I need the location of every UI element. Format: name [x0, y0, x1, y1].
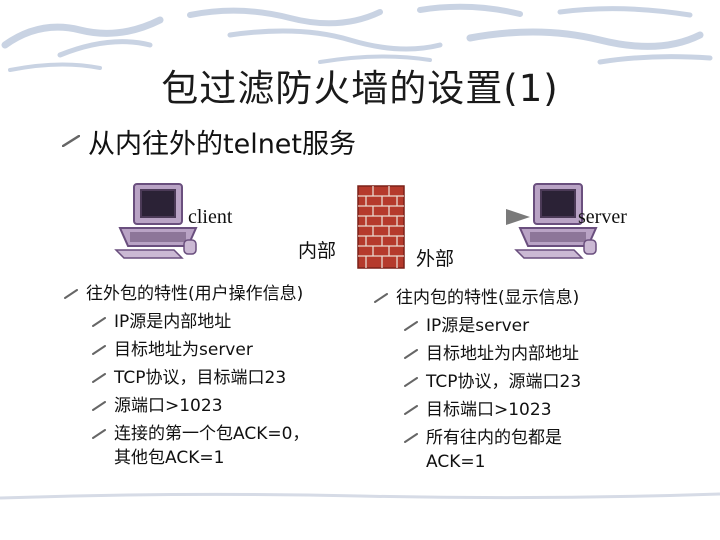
- list-item: 所有往内的包都是: [374, 424, 581, 452]
- server-computer-icon: [514, 183, 598, 259]
- list-item-continuation: 其他包ACK=1: [114, 448, 225, 468]
- firewall-icon: [357, 185, 405, 269]
- client-label: client: [188, 206, 233, 228]
- list-item: IP源是server: [374, 312, 581, 340]
- bullet-icon: [92, 345, 106, 355]
- bullet-icon: [64, 289, 78, 299]
- client-computer-icon: [114, 183, 198, 259]
- slide-subtitle: 从内往外的telnet服务: [88, 129, 357, 160]
- bullet-icon: [404, 349, 418, 359]
- list-item: TCP协议，目标端口23: [64, 364, 309, 392]
- bullet-icon: [404, 321, 418, 331]
- list-item: TCP协议，源端口23: [374, 368, 581, 396]
- outside-label: 外部: [416, 248, 455, 270]
- server-label: server: [578, 206, 627, 228]
- bullet-icon: [404, 377, 418, 387]
- list-item: IP源是内部地址: [64, 308, 309, 336]
- bullet-icon: [404, 433, 418, 443]
- list-heading: 往外包的特性(用户操作信息): [64, 280, 309, 308]
- decorative-header-strokes: [1, 3, 713, 72]
- bullet-icon: [62, 135, 80, 147]
- list-item: 目标端口>1023: [374, 396, 581, 424]
- decorative-footer-stroke: [0, 492, 720, 500]
- outbound-packet-list: 往外包的特性(用户操作信息) IP源是内部地址 目标地址为server TCP协…: [64, 280, 309, 472]
- list-item: 连接的第一个包ACK=0，: [64, 420, 309, 448]
- bullet-icon: [92, 317, 106, 327]
- bullet-icon: [92, 373, 106, 383]
- bullet-icon: [92, 429, 106, 439]
- list-item: 目标地址为内部地址: [374, 340, 581, 368]
- list-item: 源端口>1023: [64, 392, 309, 420]
- bullet-icon: [374, 293, 388, 303]
- list-item: 目标地址为server: [64, 336, 309, 364]
- slide-title: 包过滤防火墙的设置(1): [161, 67, 559, 110]
- inbound-packet-list: 往内包的特性(显示信息) IP源是server 目标地址为内部地址 TCP协议，…: [374, 284, 581, 476]
- list-heading: 往内包的特性(显示信息): [374, 284, 581, 312]
- inside-label: 内部: [298, 240, 337, 262]
- bullet-icon: [92, 401, 106, 411]
- list-item-continuation: ACK=1: [426, 452, 486, 472]
- bullet-icon: [404, 405, 418, 415]
